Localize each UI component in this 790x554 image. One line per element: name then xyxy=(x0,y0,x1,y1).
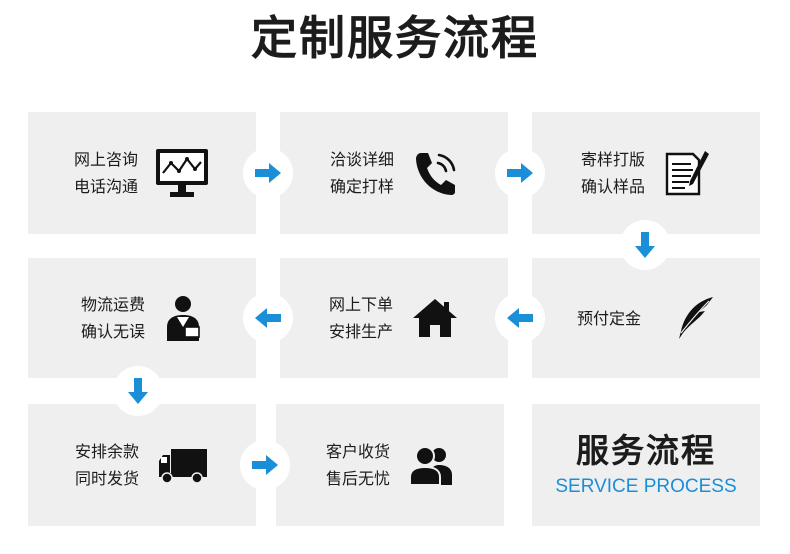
step-card-6: 物流运费 确认无误 xyxy=(28,258,256,378)
document-pen-icon xyxy=(663,148,711,198)
step-text: 网上咨询 电话沟通 xyxy=(74,146,138,200)
step-text: 网上下单 安排生产 xyxy=(329,291,393,345)
arrow-down-icon xyxy=(128,378,148,404)
connector-1-2 xyxy=(243,148,293,198)
summary-title: 服务流程 xyxy=(576,431,716,470)
phone-icon xyxy=(412,149,458,197)
step-line-2: 确认无误 xyxy=(80,322,145,341)
step-card-8: 客户收货 售后无忧 xyxy=(276,404,504,526)
step-line-2: 确认样品 xyxy=(580,177,645,196)
step-text: 安排余款 同时发货 xyxy=(75,438,139,492)
step-line-1: 网上咨询 xyxy=(73,150,138,169)
step-card-3: 寄样打版 确认样品 xyxy=(532,112,760,234)
courier-person-icon xyxy=(163,293,203,343)
connector-4-5 xyxy=(495,293,545,343)
step-line-1: 寄样打版 xyxy=(580,150,645,169)
step-line-2: 确定打样 xyxy=(329,177,394,196)
step-line-1: 洽谈详细 xyxy=(329,150,394,169)
step-card-7: 安排余款 同时发货 xyxy=(28,404,256,526)
arrow-right-icon xyxy=(255,163,281,183)
quill-feather-icon xyxy=(675,295,715,341)
step-line-1: 物流运费 xyxy=(80,295,145,314)
connector-7-8 xyxy=(240,440,290,490)
page-title: 定制服务流程 xyxy=(251,11,539,65)
arrow-right-icon xyxy=(507,163,533,183)
step-card-1: 网上咨询 电话沟通 xyxy=(28,112,256,234)
step-text: 洽谈详细 确定打样 xyxy=(330,146,394,200)
house-icon xyxy=(411,297,459,339)
step-line-2: 电话沟通 xyxy=(73,177,138,196)
step-card-2: 洽谈详细 确定打样 xyxy=(280,112,508,234)
step-line-1: 安排余款 xyxy=(74,442,139,461)
step-line-2: 同时发货 xyxy=(74,469,139,488)
customers-icon xyxy=(408,443,454,487)
arrow-left-icon xyxy=(507,308,533,328)
arrow-down-icon xyxy=(635,232,655,258)
step-line-2: 售后无忧 xyxy=(325,469,390,488)
step-line-1: 网上下单 xyxy=(328,295,393,314)
arrow-right-icon xyxy=(252,455,278,475)
step-line-1: 预付定金 xyxy=(576,308,641,328)
step-card-4: 预付定金 xyxy=(532,258,760,378)
summary-card: 服务流程 SERVICE PROCESS xyxy=(532,404,760,526)
connector-3-4 xyxy=(620,220,670,270)
step-card-5: 网上下单 安排生产 xyxy=(280,258,508,378)
connector-2-3 xyxy=(495,148,545,198)
step-text: 客户收货 售后无忧 xyxy=(326,438,390,492)
step-line-2: 安排生产 xyxy=(328,322,393,341)
step-text: 预付定金 xyxy=(577,305,641,332)
delivery-truck-icon xyxy=(157,445,209,485)
monitor-chart-icon xyxy=(154,147,210,199)
step-text: 寄样打版 确认样品 xyxy=(581,146,645,200)
step-text: 物流运费 确认无误 xyxy=(81,291,145,345)
summary-subtitle: SERVICE PROCESS xyxy=(555,476,737,497)
arrow-left-icon xyxy=(255,308,281,328)
connector-5-6 xyxy=(243,293,293,343)
step-line-1: 客户收货 xyxy=(325,442,390,461)
connector-6-7 xyxy=(113,366,163,416)
